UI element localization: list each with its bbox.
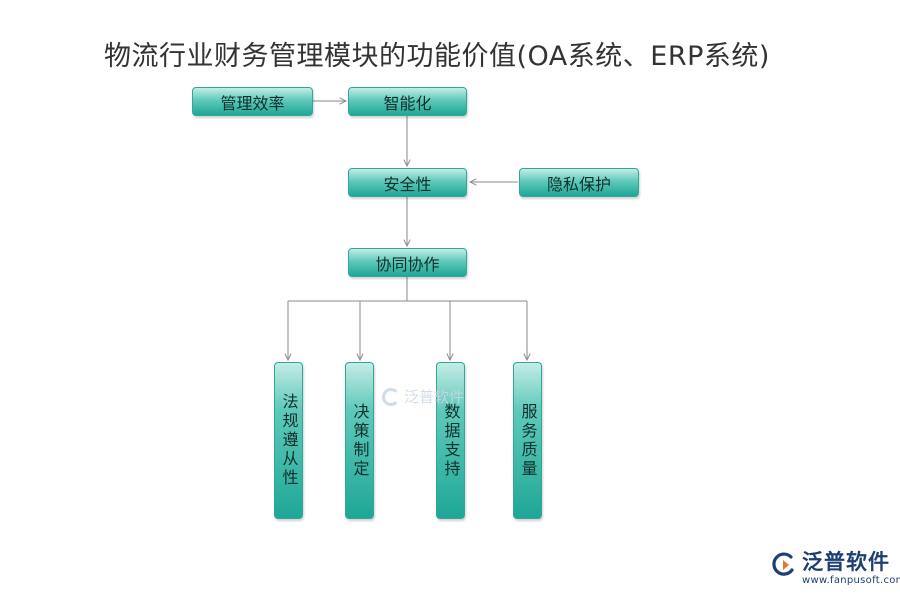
node-regulatory-compliance: 法规遵从性 <box>274 362 303 519</box>
node-service-quality: 服务质量 <box>513 362 542 519</box>
logo-url: www.fanpusoft.com <box>802 575 900 586</box>
watermark: 泛普软件 <box>382 386 464 407</box>
node-management-efficiency: 管理效率 <box>192 87 313 116</box>
watermark-text: 泛普软件 <box>404 388 465 406</box>
node-intelligent: 智能化 <box>348 87 467 116</box>
logo-name: 泛普软件 <box>802 550 890 574</box>
node-data-support: 数据支持 <box>436 362 465 519</box>
brand-logo: 泛普软件 www.fanpusoft.com <box>770 552 900 586</box>
fanpu-logo-icon <box>772 552 794 576</box>
watermark-logo-icon <box>382 387 400 406</box>
node-privacy-protection: 隐私保护 <box>519 168 639 197</box>
node-collaboration: 协同协作 <box>348 248 467 277</box>
node-security: 安全性 <box>348 168 467 197</box>
diagram-title: 物流行业财务管理模块的功能价值(OA系统、ERP系统) <box>104 41 770 72</box>
node-decision-making: 决策制定 <box>345 362 374 519</box>
